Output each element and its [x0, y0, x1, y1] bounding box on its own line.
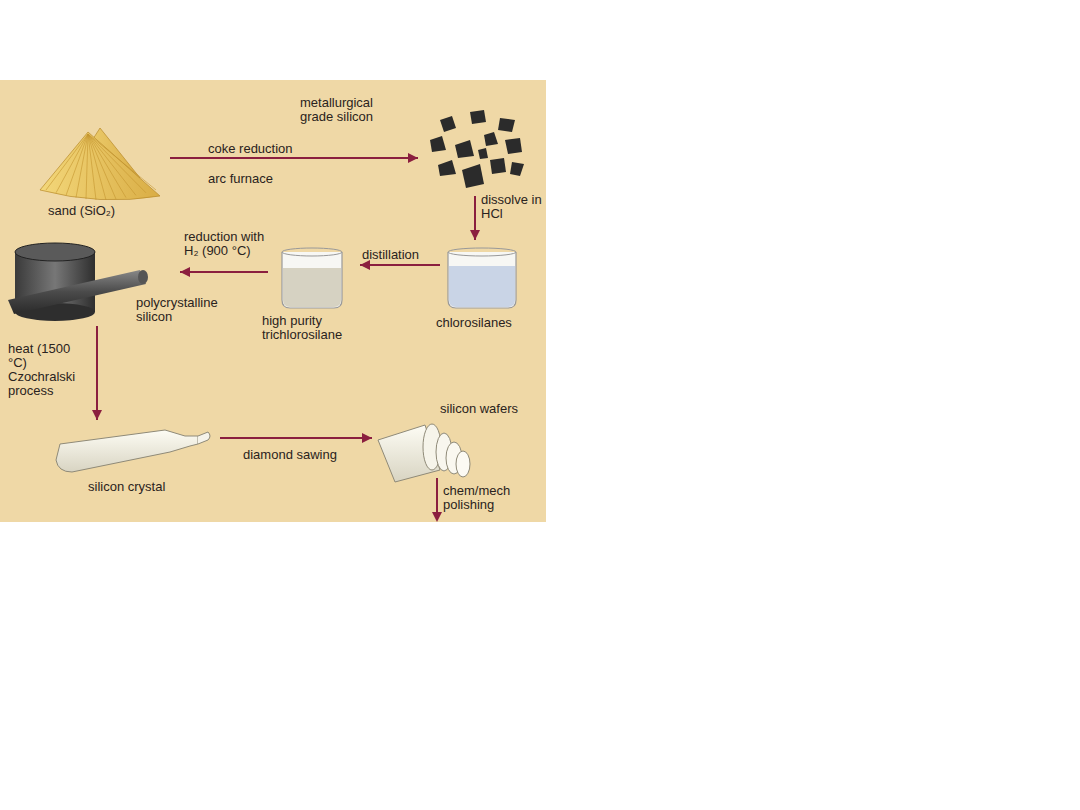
process-step: polycrystalline silicon [4, 238, 180, 326]
annotation: chem/mech polishing [443, 484, 523, 512]
polishing-arrow [432, 478, 442, 522]
process-step: silicon wafers [372, 404, 502, 476]
sand-pile [40, 128, 160, 200]
edge-label: heat (1500 °C) Czochralski process [8, 342, 90, 398]
beaker [448, 248, 516, 308]
process-arrow [470, 196, 480, 240]
arrow-head [470, 230, 480, 240]
edge-label: coke reduction [208, 142, 318, 156]
step-label: metallurgical grade silicon [300, 96, 400, 124]
polysilicon-block [8, 243, 148, 321]
step-label: chlorosilanes [436, 316, 536, 330]
step-label: silicon wafers [440, 402, 540, 416]
process-arrow [180, 267, 268, 277]
process-step: sand (SiO₂) [30, 120, 170, 224]
arrow-line [180, 271, 268, 273]
step-label: silicon crystal [88, 480, 208, 494]
process-arrow [92, 326, 102, 420]
arrow-head [180, 267, 190, 277]
arrow-head [362, 433, 372, 443]
process-step: high purity trichlorosilane [268, 240, 360, 352]
silicon-ingot [56, 430, 210, 472]
step-label: polycrystalline silicon [136, 296, 196, 324]
edge-label: dissolve in HCl [481, 193, 543, 221]
arrow-line [96, 326, 98, 420]
step-label: high purity trichlorosilane [262, 314, 366, 342]
edge-label: distillation [362, 248, 440, 262]
arrow-head [92, 410, 102, 420]
step-label: sand (SiO₂) [48, 204, 158, 218]
arrow-head [408, 153, 418, 163]
silicon-chunks [430, 110, 524, 188]
process-arrow [220, 433, 372, 443]
process-step: metallurgical grade silicon [418, 96, 530, 196]
process-step: silicon crystal [50, 420, 220, 498]
arrow-line [360, 264, 440, 266]
beaker [282, 248, 342, 308]
process-arrow [170, 153, 418, 163]
arrow-line [220, 437, 372, 439]
edge-label: diamond sawing [243, 448, 353, 462]
process-step: chlorosilanes [440, 240, 524, 336]
annotation: arc furnace [208, 172, 308, 186]
silicon-wafers [378, 424, 470, 482]
edge-label: reduction with H₂ (900 °C) [184, 230, 268, 258]
arrow-line [170, 157, 418, 159]
